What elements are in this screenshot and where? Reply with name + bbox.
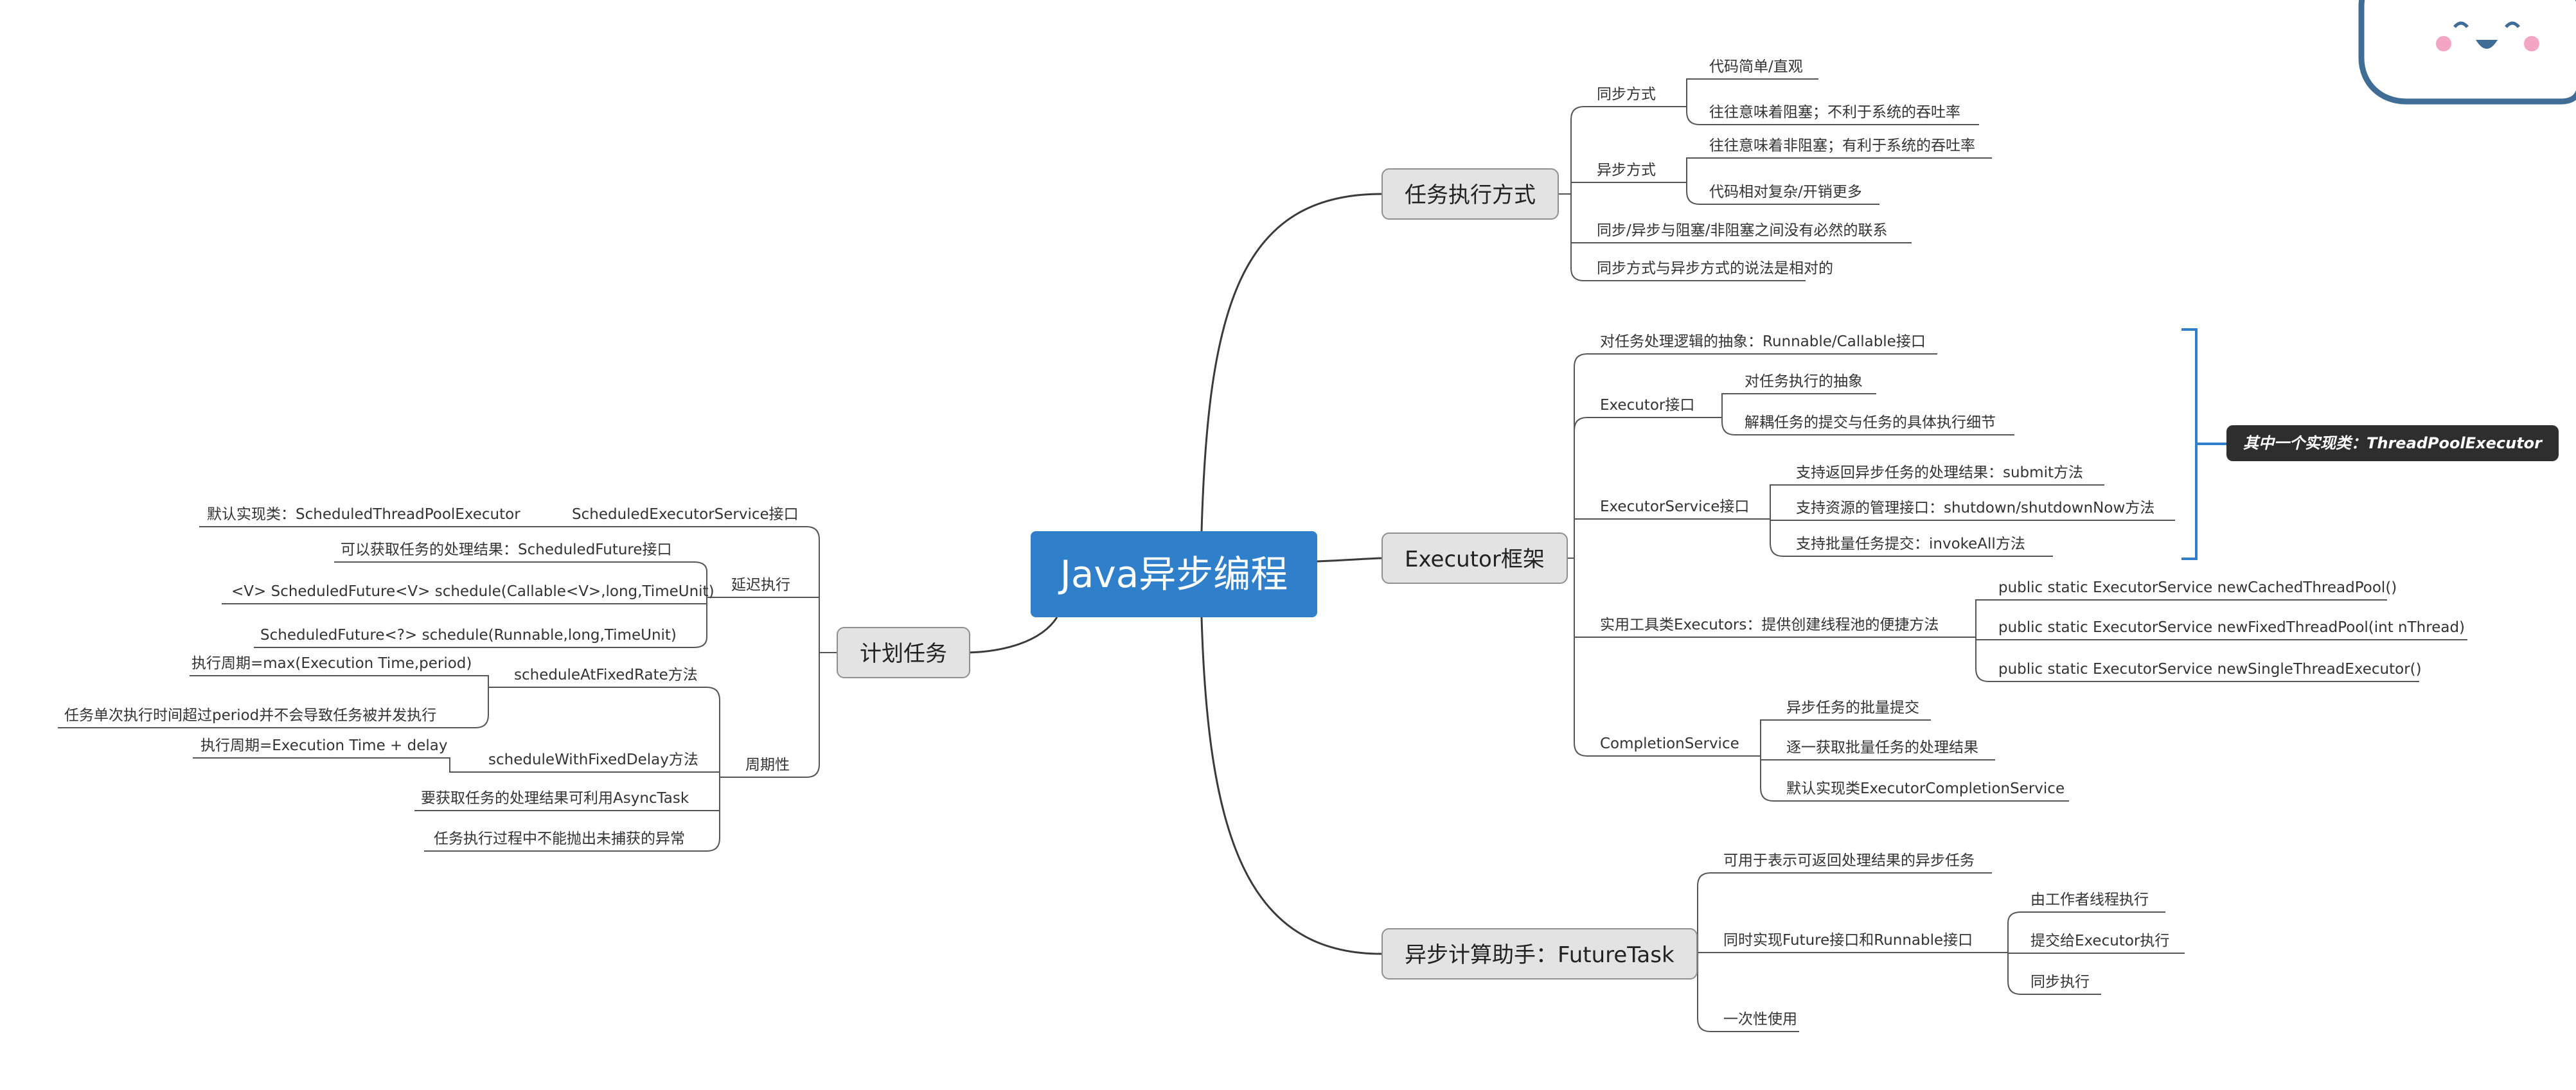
topic-one-shot[interactable]: 一次性使用 xyxy=(1723,1011,1797,1028)
branch-executor-framework[interactable]: Executor框架 xyxy=(1381,532,1568,584)
edge-root-executor xyxy=(1317,557,1382,563)
branch-futuretask[interactable]: 异步计算助手：FutureTask xyxy=(1381,928,1698,980)
topic-async-item[interactable]: 往往意味着非阻塞；有利于系统的吞吐率 xyxy=(1709,137,1975,154)
topic-future-item[interactable]: 同步执行 xyxy=(2030,974,2090,990)
topic-fixed-delay-item[interactable]: 执行周期=Execution Time + delay xyxy=(200,737,448,754)
topic-periodic[interactable]: 周期性 xyxy=(745,757,790,773)
topic-executor-item[interactable]: 对任务执行的抽象 xyxy=(1745,373,1863,390)
topic-no-uncaught-exception[interactable]: 任务执行过程中不能抛出未捕获的异常 xyxy=(434,831,685,847)
topic-executors-utility[interactable]: 实用工具类Executors：提供创建线程池的便捷方法 xyxy=(1600,617,1939,633)
topic-completionservice[interactable]: CompletionService xyxy=(1600,735,1739,752)
topic-future-item[interactable]: 由工作者线程执行 xyxy=(2030,892,2149,908)
cloud-mascot-icon xyxy=(2358,0,2576,105)
topic-async-item[interactable]: 代码相对复杂/开销更多 xyxy=(1709,184,1862,200)
topic-executors-method[interactable]: public static ExecutorService newSingleT… xyxy=(1998,661,2422,678)
topic-fixed-rate[interactable]: scheduleAtFixedRate方法 xyxy=(514,667,698,683)
topic-fixed-delay[interactable]: scheduleWithFixedDelay方法 xyxy=(488,752,698,768)
topic-future-runnable[interactable]: 同时实现Future接口和Runnable接口 xyxy=(1723,932,1973,949)
topic-sync[interactable]: 同步方式 xyxy=(1597,86,1656,103)
topic-executorservice-item[interactable]: 支持返回异步任务的处理结果：submit方法 xyxy=(1796,464,2083,481)
topic-returnable-task[interactable]: 可用于表示可返回处理结果的异步任务 xyxy=(1723,852,1975,869)
topic-delayed[interactable]: 延迟执行 xyxy=(731,577,790,593)
topic-completion-item[interactable]: 异步任务的批量提交 xyxy=(1786,699,1919,716)
topic-executorservice-item[interactable]: 支持批量任务提交：invokeAll方法 xyxy=(1796,536,2025,552)
topic-sync-item[interactable]: 代码简单/直观 xyxy=(1709,58,1803,75)
topic-async-task[interactable]: 要获取任务的处理结果可利用AsyncTask xyxy=(421,790,689,807)
topic-task-abstraction[interactable]: 对任务处理逻辑的抽象：Runnable/Callable接口 xyxy=(1600,333,1926,350)
bracket xyxy=(2181,328,2226,560)
callout-threadpoolexecutor[interactable]: 其中一个实现类：ThreadPoolExecutor xyxy=(2226,425,2559,461)
branch-exec-mode[interactable]: 任务执行方式 xyxy=(1381,168,1559,220)
topic-executorservice-item[interactable]: 支持资源的管理接口：shutdown/shutdownNow方法 xyxy=(1796,500,2155,516)
edge-root-scheduled xyxy=(966,617,1058,654)
topic-executors-method[interactable]: public static ExecutorService newFixedTh… xyxy=(1998,619,2465,636)
topic-completion-item[interactable]: 逐一获取批量任务的处理结果 xyxy=(1786,739,1978,756)
topic-fixed-rate-item[interactable]: 执行周期=max(Execution Time,period) xyxy=(191,655,472,672)
topic-future-item[interactable]: 提交给Executor执行 xyxy=(2030,933,2170,949)
topic-exec-note[interactable]: 同步方式与异步方式的说法是相对的 xyxy=(1597,260,1833,277)
branch-scheduled-task[interactable]: 计划任务 xyxy=(837,627,970,678)
edge-root-exec-mode xyxy=(1200,193,1382,532)
topic-scheduled-default-impl[interactable]: 默认实现类：ScheduledThreadPoolExecutor xyxy=(207,506,520,523)
topic-executors-method[interactable]: public static ExecutorService newCachedT… xyxy=(1998,579,2397,596)
topic-completion-item[interactable]: 默认实现类ExecutorCompletionService xyxy=(1786,780,2065,797)
topic-executor-interface[interactable]: Executor接口 xyxy=(1600,397,1695,414)
topic-executorservice-interface[interactable]: ExecutorService接口 xyxy=(1600,498,1750,515)
topic-exec-note[interactable]: 同步/异步与阻塞/非阻塞之间没有必然的联系 xyxy=(1597,222,1888,239)
topic-scheduled-service[interactable]: ScheduledExecutorService接口 xyxy=(572,506,799,523)
topic-executor-item[interactable]: 解耦任务的提交与任务的具体执行细节 xyxy=(1745,414,1996,431)
topic-delayed-item[interactable]: <V> ScheduledFuture<V> schedule(Callable… xyxy=(231,583,715,600)
root-topic[interactable]: Java异步编程 xyxy=(1031,531,1317,617)
topic-fixed-rate-item[interactable]: 任务单次执行时间超过period并不会导致任务被并发执行 xyxy=(64,707,437,724)
topic-sync-item[interactable]: 往往意味着阻塞；不利于系统的吞吐率 xyxy=(1709,104,1960,121)
topic-delayed-item[interactable]: 可以获取任务的处理结果：ScheduledFuture接口 xyxy=(341,541,672,558)
topic-async[interactable]: 异步方式 xyxy=(1597,162,1656,179)
topic-delayed-item[interactable]: ScheduledFuture<?> schedule(Runnable,lon… xyxy=(260,627,677,644)
edge-root-futuretask xyxy=(1200,617,1382,955)
